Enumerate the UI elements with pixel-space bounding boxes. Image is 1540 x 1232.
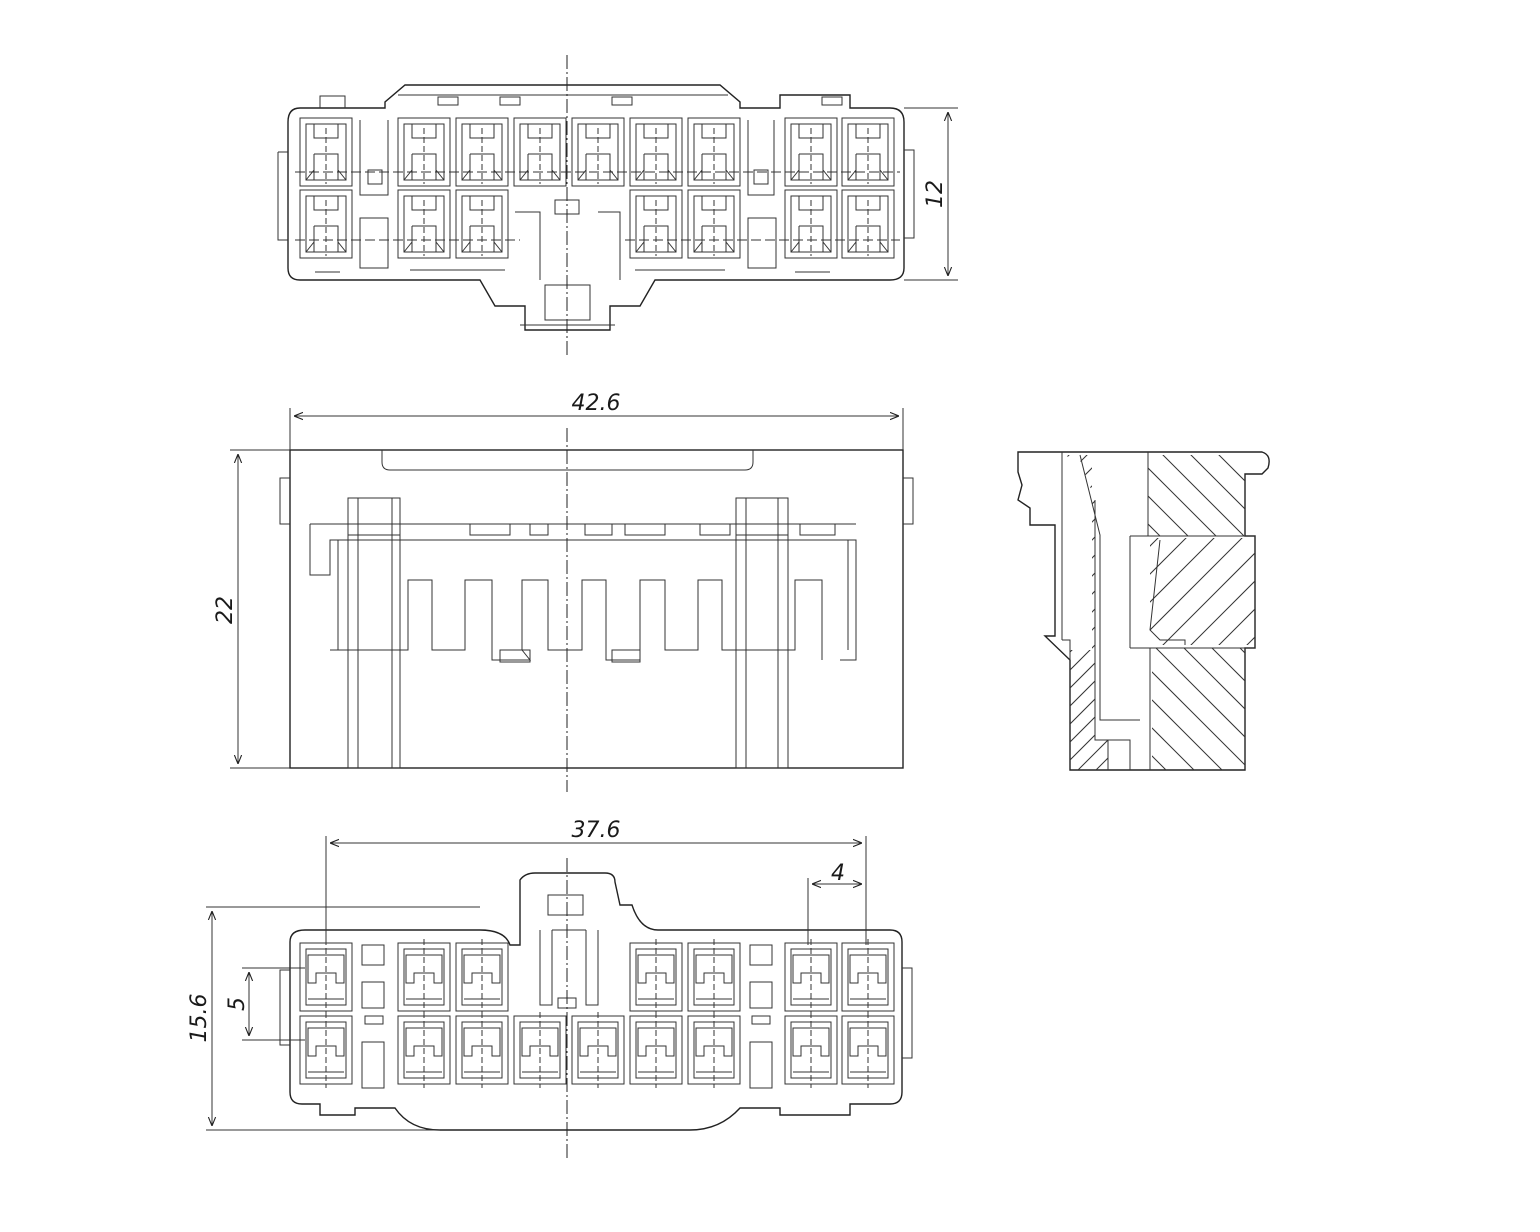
cavity bbox=[784, 189, 838, 259]
side-section-view bbox=[1017, 451, 1270, 771]
cavity bbox=[841, 189, 895, 259]
bottom-view-cavities bbox=[299, 939, 895, 1088]
cavity bbox=[455, 117, 509, 187]
bottom-span-dimension: 37.6 bbox=[325, 818, 867, 945]
top-height-label: 12 bbox=[923, 180, 948, 208]
cavity bbox=[397, 189, 451, 259]
bottom-view-outline bbox=[289, 872, 903, 1131]
cavity bbox=[841, 939, 895, 1015]
front-height-dimension: 22 bbox=[213, 449, 290, 769]
bottom-height-label: 15.6 bbox=[187, 994, 212, 1043]
cavity bbox=[841, 117, 895, 187]
cavity bbox=[299, 939, 353, 1015]
cavity bbox=[629, 939, 683, 1015]
top-view bbox=[277, 84, 915, 331]
cavity bbox=[629, 117, 683, 187]
cavity bbox=[455, 939, 509, 1015]
cavity bbox=[571, 117, 625, 187]
bottom-height-dimension: 15.6 bbox=[187, 906, 480, 1131]
cavity bbox=[513, 117, 567, 187]
top-view-cavities bbox=[295, 117, 900, 259]
cavity bbox=[687, 117, 741, 187]
cavity bbox=[455, 189, 509, 259]
front-height-label: 22 bbox=[213, 596, 238, 624]
pitch-label: 4 bbox=[831, 861, 845, 886]
cavity bbox=[513, 1012, 567, 1088]
cavity bbox=[397, 939, 451, 1015]
cavity bbox=[629, 1012, 683, 1088]
pitch-dimension: 4 bbox=[807, 861, 862, 945]
bottom-view bbox=[279, 872, 913, 1131]
cavity bbox=[455, 1012, 509, 1088]
side-view-outline bbox=[1017, 451, 1270, 771]
front-view bbox=[279, 449, 914, 769]
cavity bbox=[299, 1012, 353, 1088]
front-view-outline bbox=[289, 449, 904, 769]
cavity bbox=[784, 117, 838, 187]
cavity bbox=[397, 117, 451, 187]
cavity bbox=[687, 1012, 741, 1088]
cavity bbox=[784, 1012, 838, 1088]
cavity bbox=[784, 939, 838, 1015]
cavity bbox=[397, 1012, 451, 1088]
row-pitch-dimension: 5 bbox=[225, 967, 305, 1041]
cavity bbox=[687, 939, 741, 1015]
row-pitch-label: 5 bbox=[225, 997, 250, 1011]
front-width-label: 42.6 bbox=[572, 391, 621, 416]
front-width-dimension: 42.6 bbox=[289, 391, 904, 450]
top-height-dimension: 12 bbox=[904, 107, 958, 281]
cavity bbox=[841, 1012, 895, 1088]
cavity bbox=[299, 117, 353, 187]
cavity bbox=[687, 189, 741, 259]
bottom-span-label: 37.6 bbox=[572, 818, 621, 843]
top-view-outline bbox=[287, 84, 905, 331]
cavity bbox=[299, 189, 353, 259]
cavity bbox=[629, 189, 683, 259]
cavity bbox=[571, 1012, 625, 1088]
